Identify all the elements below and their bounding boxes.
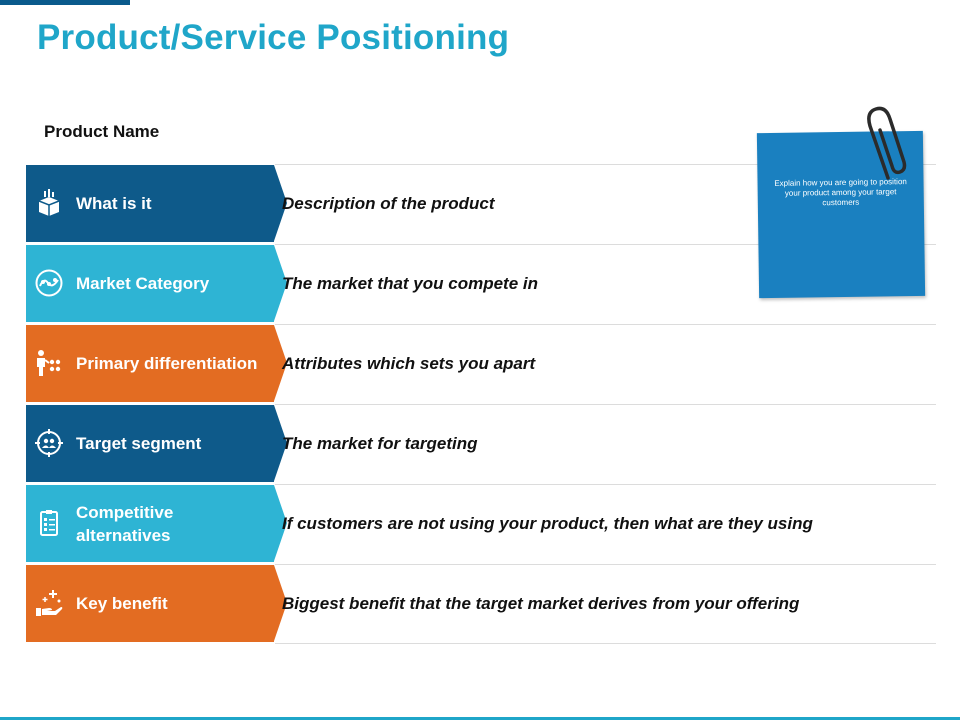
target-group-icon [35,429,63,457]
trend-wave-icon [35,269,63,297]
positioning-row-market-category: Market Category The market that you comp… [26,245,936,322]
row-label-block: Primary differentiation [26,325,287,402]
positioning-row-target-segment: Target segment The market for targeting [26,405,936,482]
product-name-label: Product Name [44,122,160,141]
row-label: Target segment [76,434,202,453]
chevron-arrow [274,325,287,401]
chevron-arrow [274,165,287,241]
row-divider [275,324,936,325]
chevron-arrow [274,405,287,481]
positioning-row-key-benefit: Key benefit Biggest benefit that the tar… [26,565,936,642]
row-label-block: Key benefit [26,565,287,642]
positioning-row-competitive-alternatives: Competitive alternatives If customers ar… [26,485,936,562]
row-divider [275,564,936,565]
hand-sparkle-icon [36,590,63,616]
row-label: Key benefit [76,594,168,613]
bottom-rule [0,717,960,720]
row-description: Attributes which sets you apart [282,353,536,373]
row-label-block: Market Category [26,245,287,322]
row-description: Biggest benefit that the target market d… [282,593,800,613]
chevron-arrow [274,245,287,321]
row-label: Competitive alternatives [76,502,174,545]
row-label: What is it [76,194,152,213]
row-description: The market for targeting [282,433,478,453]
row-divider [275,404,936,405]
row-description: The market that you compete in [282,273,538,293]
row-divider [275,244,936,245]
row-label-block: Competitive alternatives [26,485,287,562]
chevron-arrow [274,485,287,561]
row-label-block: Target segment [26,405,287,482]
row-label: Primary differentiation [76,354,258,373]
top-accent-bar [0,0,130,5]
row-description: If customers are not using your product,… [282,513,813,533]
box-bars-icon [38,189,60,216]
row-divider [275,164,936,165]
page-title: Product/Service Positioning [37,18,510,57]
row-divider [275,484,936,485]
person-dots-icon [37,350,61,376]
row-description: Description of the product [282,193,495,213]
row-label: Market Category [76,274,210,293]
chevron-arrow [274,565,287,641]
positioning-row-primary-differentiation: Primary differentiation Attributes which… [26,325,936,402]
row-divider [275,643,936,644]
row-label-block: What is it [26,165,287,242]
clipboard-checklist-icon [40,510,58,536]
paperclip-icon [867,106,907,180]
positioning-row-what-is-it: What is it Description of the product [26,165,936,242]
